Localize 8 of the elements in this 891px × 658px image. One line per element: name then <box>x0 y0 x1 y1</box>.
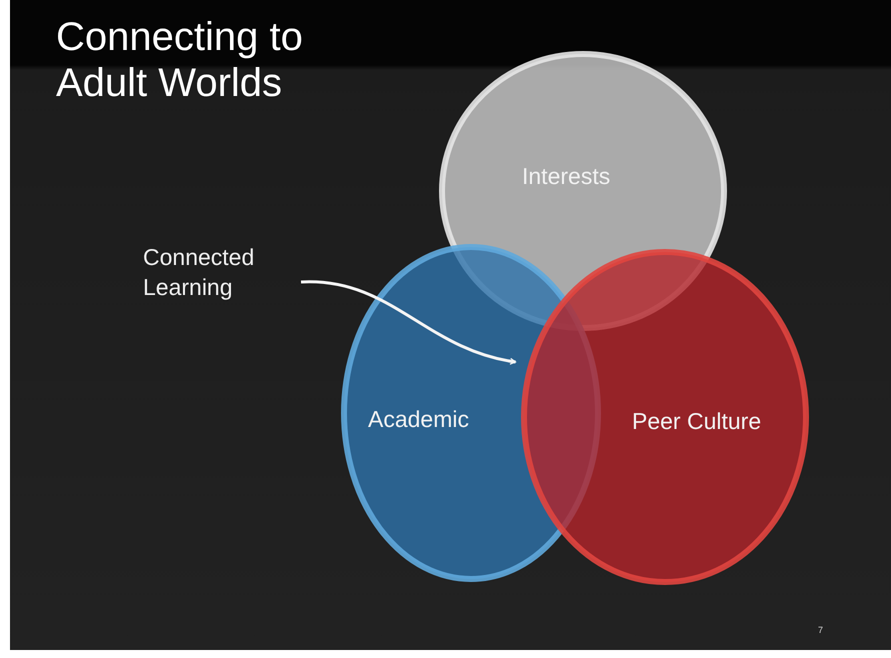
slide-title: Connecting to Adult Worlds <box>56 14 304 106</box>
curved-arrow <box>300 280 516 364</box>
circle-label: Peer Culture <box>632 408 762 435</box>
circle-label: Interests <box>522 163 610 190</box>
page-number: 7 <box>818 625 824 635</box>
annotation-text: Connected Learning <box>143 242 293 302</box>
venn-circle <box>520 248 810 586</box>
circle-label: Academic <box>368 406 469 433</box>
